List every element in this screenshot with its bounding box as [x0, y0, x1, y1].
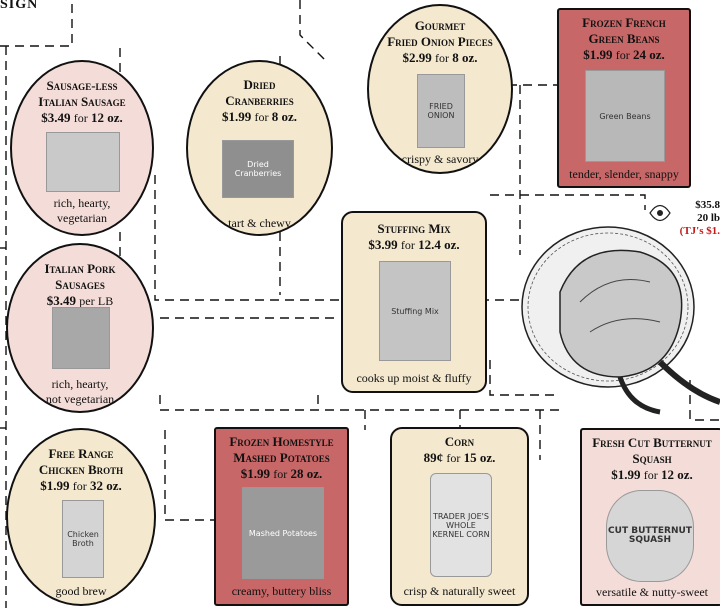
item-price: 89¢ for 15 oz.: [423, 450, 496, 465]
product-photo-corn: TRADER JOE'S WHOLE KERNEL CORN: [430, 473, 492, 577]
item-title: Corn: [444, 434, 475, 449]
item-description: good brew: [55, 584, 107, 598]
turkey-per-lb: (TJ's $1.: [679, 225, 720, 237]
item-price: $3.49 per LB: [46, 293, 114, 308]
item-price: $1.99 for 32 oz.: [40, 478, 122, 493]
item-corn: Corn 89¢ for 15 oz. TRADER JOE'S WHOLE K…: [390, 427, 529, 606]
product-photo-cranberries: Dried Cranberries: [222, 140, 294, 198]
item-description: crisp & naturally sweet: [403, 584, 516, 598]
page-heading-fragment: SIGN: [0, 0, 39, 12]
turkey-price: $35.8: [695, 199, 720, 211]
turkey-weight: 20 lb: [697, 212, 720, 224]
product-photo-fried-onion: FRIED ONION: [417, 74, 465, 148]
item-description: rich, hearty,vegetarian: [53, 196, 111, 225]
item-price: $1.99 for 12 oz.: [611, 467, 693, 482]
product-photo-mashed-potatoes: Mashed Potatoes: [242, 487, 324, 579]
product-photo-chicken-broth: Chicken Broth: [62, 500, 104, 578]
product-photo-squash: CUT BUTTERNUT SQUASH: [606, 490, 694, 582]
product-photo-pork-sausages: [52, 307, 110, 369]
item-description: tart & chewy: [228, 216, 291, 230]
item-price: $1.99 for 24 oz.: [583, 47, 665, 62]
ribbon-icon: [649, 204, 671, 222]
item-stuffing-mix: Stuffing Mix $3.99 for 12.4 oz. Stuffing…: [341, 211, 487, 393]
item-description: tender, slender, snappy: [569, 167, 679, 181]
item-title: Stuffing Mix: [377, 221, 451, 236]
item-price: $3.99 for 12.4 oz.: [368, 237, 460, 252]
turkey-price-tag: $35.8 20 lb (TJ's $1.: [674, 199, 720, 238]
item-price: $3.49 for 12 oz.: [41, 110, 123, 125]
item-description: cooks up moist & fluffy: [356, 371, 472, 385]
item-description: versatile & nutty-sweet: [596, 585, 708, 599]
item-description: rich, hearty,not vegetarian: [45, 377, 115, 406]
product-photo-stuffing: Stuffing Mix: [379, 261, 451, 361]
turkey-illustration: [521, 226, 720, 415]
item-description: creamy, buttery bliss: [231, 584, 332, 598]
item-price: $1.99 for 28 oz.: [240, 466, 323, 481]
item-price: $2.99 for 8 oz.: [402, 50, 478, 65]
item-description: crispy & savory: [401, 152, 479, 166]
product-photo-sausageless: [46, 132, 120, 192]
product-photo-green-beans: Green Beans: [585, 70, 665, 162]
item-price: $1.99 for 8 oz.: [221, 109, 298, 124]
